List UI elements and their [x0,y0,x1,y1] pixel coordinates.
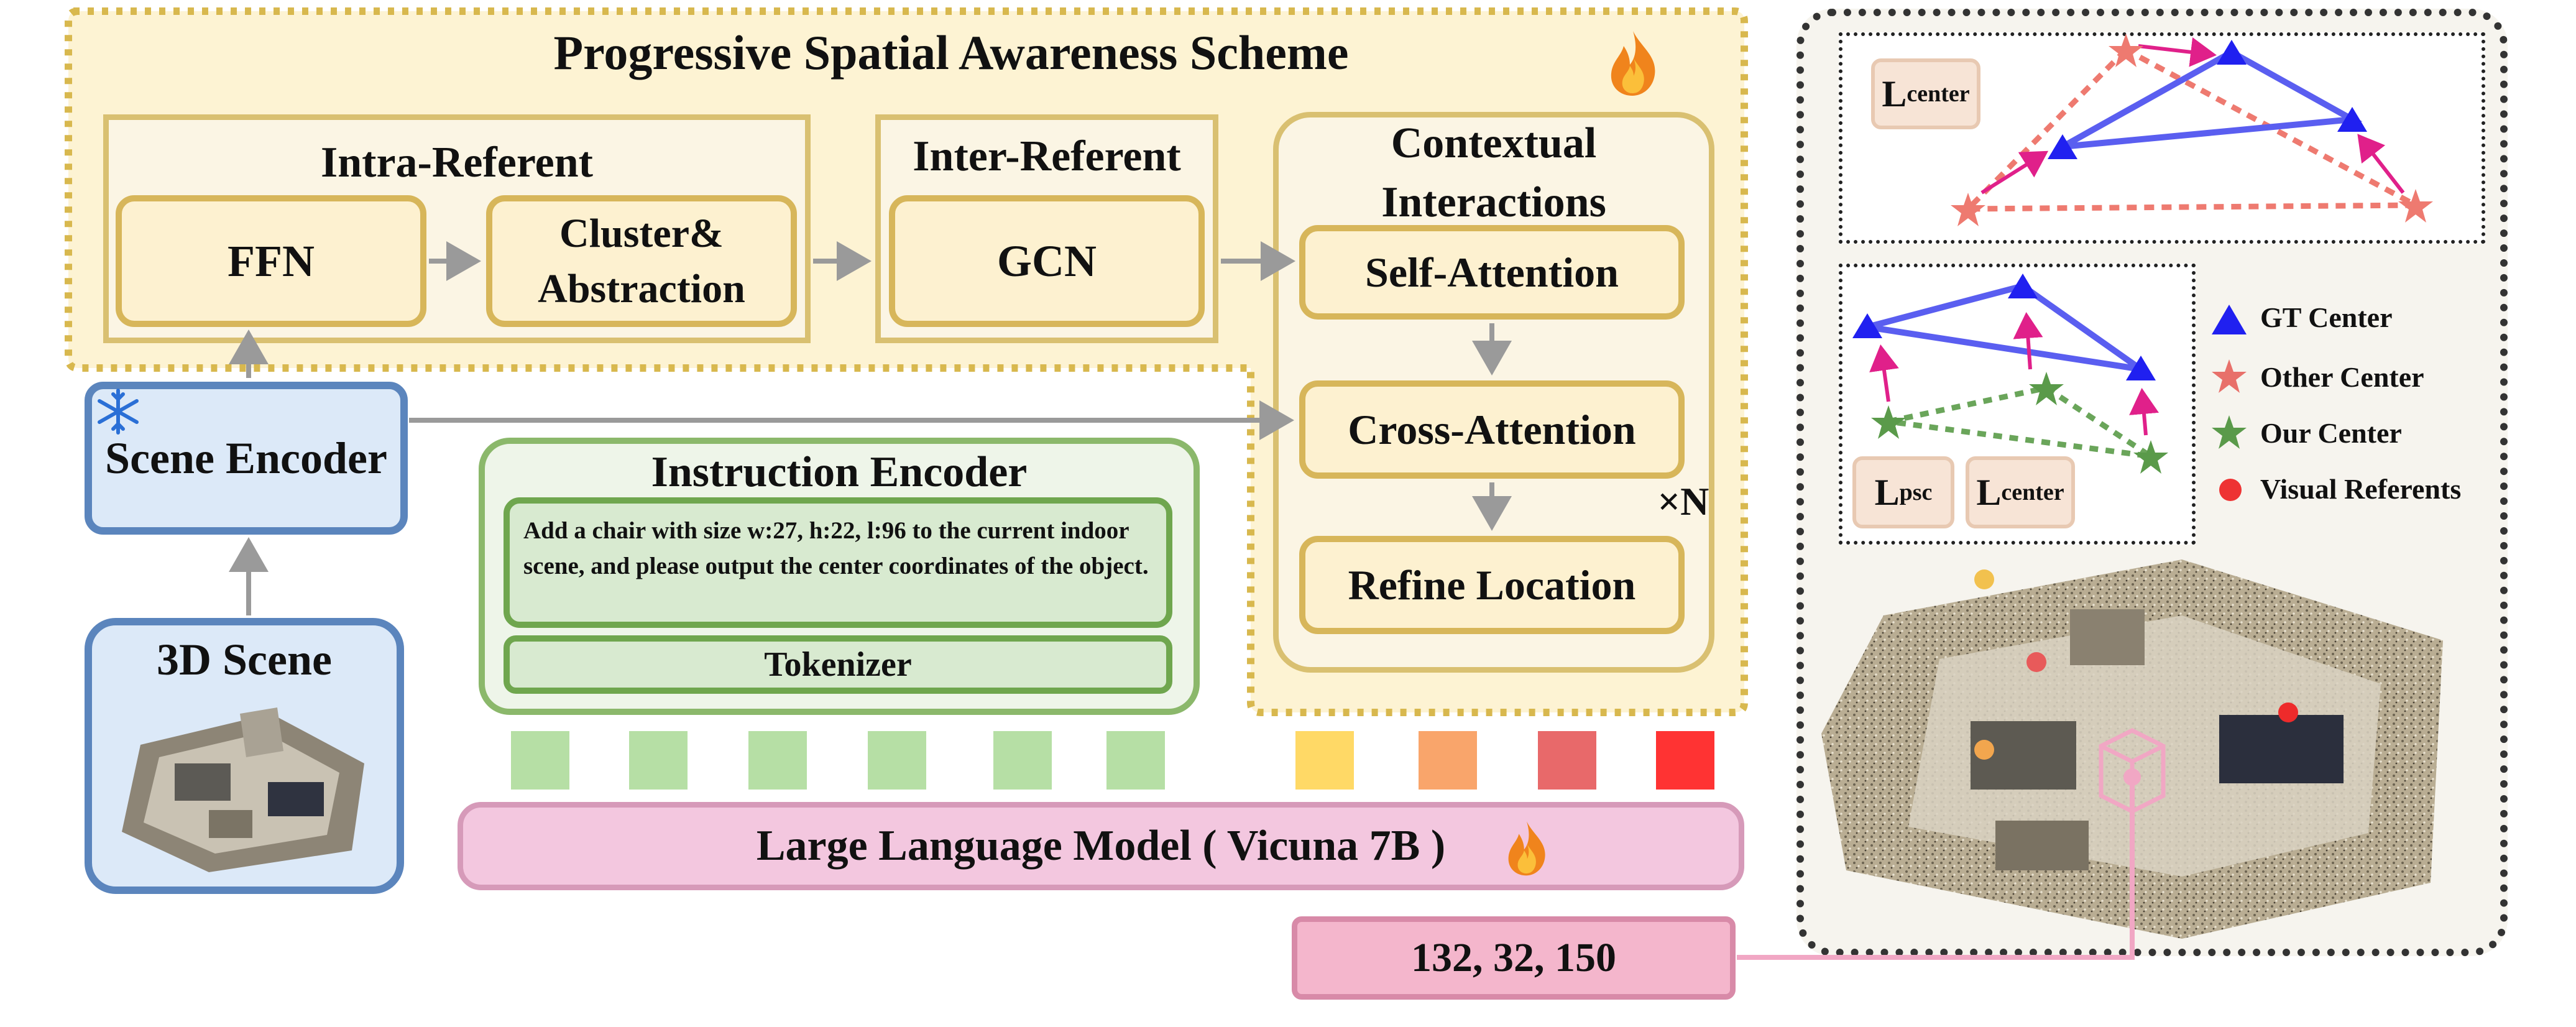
gt-center-marker [2337,107,2367,132]
star-icon [2212,415,2247,449]
legend-label: Visual Referents [2260,473,2462,505]
scene-furniture [2070,609,2145,665]
other-center-marker [1951,193,1985,226]
loss-letter: L [1976,471,2002,513]
contextual-label: Contextual [1391,119,1597,167]
scene-inner-floor [1908,615,2381,877]
scene-furniture [2219,715,2344,783]
referent-dot [2278,702,2298,722]
legend-item: Other Center [2210,352,2496,402]
text-token [868,731,926,790]
scene3d-thumbnail [116,689,370,875]
gcn-label: GCN [997,236,1097,286]
fire-icon [1605,29,1661,97]
text-token [993,731,1052,790]
legend: GT Center Other Center Our Center Visual… [2210,292,2496,516]
loss-subscript: center [1907,81,1970,107]
legend-item: GT Center [2210,292,2496,342]
self-attention-block: Self-Attention [1299,225,1685,320]
referent-dot [1974,740,1994,760]
gt-center-marker [2217,40,2247,65]
llm-label: Large Language Model ( Vicuna 7B ) [756,822,1446,870]
instruction-text: Add a chair with size w:27, h:22, l:96 t… [523,517,1149,579]
gt-center-marker [1852,313,1882,338]
loss-subscript: center [2001,479,2064,505]
location-token [1538,731,1596,790]
other-center-marker [2398,189,2433,223]
location-token [1419,731,1477,790]
star-icon [2212,359,2247,393]
refine-location-label: Refine Location [1348,561,1636,609]
repeat-n-label: ×N [1657,479,1709,523]
bottom-consistency-diagram [1852,274,2168,474]
text-token [1106,731,1165,790]
instruction-text-box: Add a chair with size w:27, h:22, l:96 t… [504,497,1172,628]
refine-location-block: Refine Location [1299,536,1685,634]
referent-dot [1974,569,1994,589]
referent-dot [2026,652,2046,672]
gcn-block: GCN [889,195,1205,327]
cross-attention-block: Cross-Attention [1299,380,1685,479]
gt-center-marker [2008,274,2038,298]
gt-center-marker [2126,356,2156,380]
intra-referent-title: Intra-Referent [321,139,593,187]
cluster-label: Cluster& [559,210,724,256]
output-to-object-connector [1737,777,2135,960]
loss-letter: L [1874,471,1900,513]
interactions-label: Interactions [1381,178,1606,226]
scene-encoder-label: Scene Encoder [105,433,387,483]
location-token [1656,731,1714,790]
our-center-marker [1871,405,1906,439]
scene-furniture [1995,821,2089,870]
instruction-encoder-title: Instruction Encoder [651,448,1028,496]
text-token [511,731,569,790]
our-center-marker [2029,372,2064,405]
gt-center-marker [2048,134,2077,159]
tokenizer-block: Tokenizer [504,635,1172,694]
text-token [629,731,688,790]
contextual-title: Contextual Interactions [1273,114,1714,232]
ffn-label: FFN [228,236,315,286]
scene3d-label: 3D Scene [157,635,332,684]
psa-title: Progressive Spatial Awareness Scheme [553,25,1349,80]
text-token [748,731,807,790]
predicted-box-3d [2099,728,2166,814]
scene-encoder-block: Scene Encoder [85,382,408,535]
our-center-marker [2133,440,2168,474]
snowflake-icon [93,387,143,436]
self-attention-label: Self-Attention [1365,248,1619,296]
cluster-abstraction-block: Cluster& Abstraction [486,195,797,327]
other-center-marker [2109,34,2143,67]
location-token [1295,731,1354,790]
legend-item: Our Center [2210,408,2496,458]
triangle-icon [2212,305,2247,334]
output-coords-block: 132, 32, 150 [1292,916,1736,1000]
dot-icon [2219,479,2242,501]
fire-icon [1503,819,1550,877]
point-cloud-scene [1821,560,2443,939]
cross-attention-label: Cross-Attention [1348,405,1636,453]
legend-item: Visual Referents [2210,463,2496,512]
inter-referent-title: Inter-Referent [913,132,1181,180]
output-coords: 132, 32, 150 [1411,935,1616,980]
top-consistency-diagram [1951,34,2433,226]
abstraction-label: Abstraction [538,266,745,311]
loss-subscript: psc [1899,479,1933,505]
loss-letter: L [1882,73,1907,114]
tokenizer-label: Tokenizer [764,645,912,684]
legend-label: GT Center [2260,302,2393,333]
legend-label: Our Center [2260,417,2402,449]
legend-label: Other Center [2260,361,2424,393]
ffn-block: FFN [116,195,426,327]
